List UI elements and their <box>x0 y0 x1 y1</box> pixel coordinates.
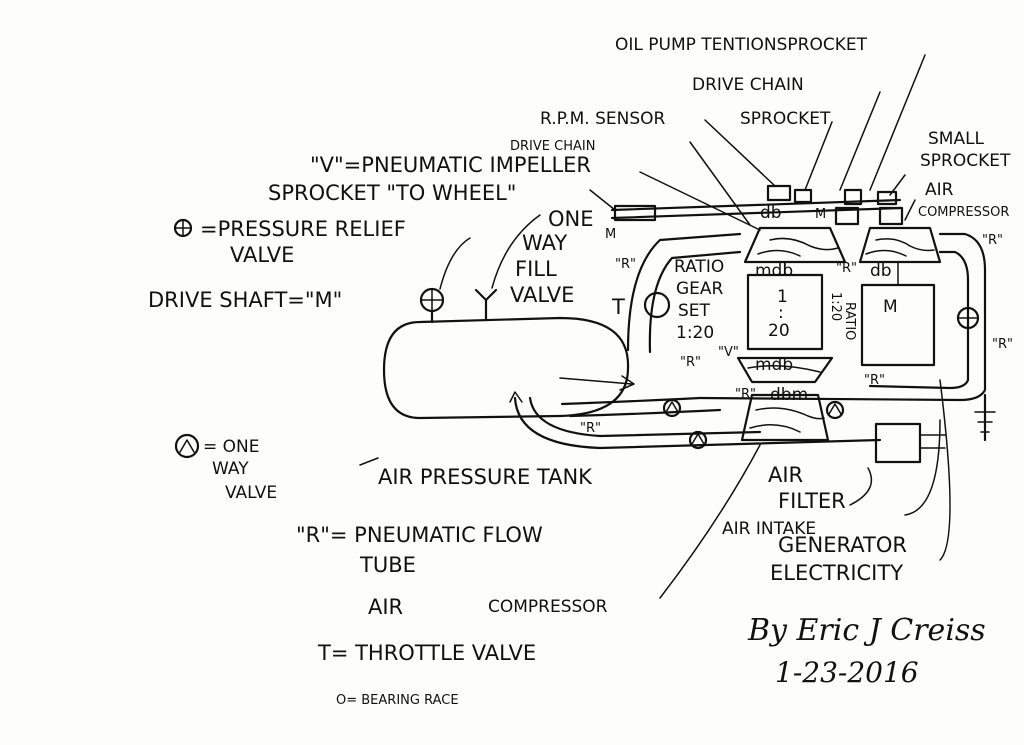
signature-name: By Eric J Creiss <box>747 613 986 648</box>
label-drive-chain-mid: DRIVE CHAIN <box>510 139 595 154</box>
label-rpm-sensor: R.P.M. SENSOR <box>540 109 666 129</box>
mark-t: T <box>611 295 625 319</box>
mark-r-6: "R" <box>735 387 756 402</box>
label-oil-pump: OIL PUMP TENTIONSPROCKET <box>615 35 868 55</box>
label-one-way-fill-4: VALVE <box>510 283 574 307</box>
mark-db-right: db <box>870 261 892 281</box>
oil-pump-sprocket <box>843 188 863 206</box>
mark-m-left: M <box>605 227 616 242</box>
label-sprocket: SPROCKET <box>740 109 831 129</box>
flow-tube-right-loop <box>698 232 987 402</box>
label-air-intake: AIR INTAKE <box>722 519 816 539</box>
label-drive-shaft: DRIVE SHAFT="M" <box>148 288 342 312</box>
mark-db-top: db <box>760 203 782 223</box>
mark-r-2: "R" <box>982 233 1003 248</box>
one-way-valve-icon <box>662 398 682 418</box>
mark-r-3: "R" <box>992 337 1013 352</box>
label-ratio-vertical: RATIO <box>842 302 857 340</box>
small-sprocket <box>876 190 898 206</box>
air-filter-box <box>874 422 922 464</box>
label-flow-tube-1: "R"= PNEUMATIC FLOW <box>296 523 543 547</box>
mark-m-generator: M <box>883 297 898 317</box>
label-ratio-vertical-value: 1:20 <box>828 292 843 321</box>
box-ratio-bot: 20 <box>768 321 790 341</box>
mark-v: "V" <box>718 345 739 360</box>
drive-chain-line <box>610 198 902 212</box>
label-one-way-fill-2: WAY <box>522 231 567 255</box>
mark-r-8: "R" <box>836 261 857 276</box>
label-v-impeller: "V"=PNEUMATIC IMPELLER <box>310 153 591 177</box>
lower-compressor <box>740 393 830 442</box>
label-generator-1: GENERATOR <box>778 533 907 557</box>
label-air-compressor-1: AIR <box>925 180 954 200</box>
label-one-way-valve-3: VALVE <box>225 483 277 503</box>
label-sprocket-wheel: SPROCKET "TO WHEEL" <box>268 181 516 205</box>
signature-date: 1-23-2016 <box>775 656 919 689</box>
flow-tube-lower <box>560 396 702 406</box>
sprocket-block-left <box>834 206 860 226</box>
label-one-way-valve-2: WAY <box>212 459 249 479</box>
rpm-sensor-box <box>766 184 792 202</box>
label-air-compressor-2: COMPRESSOR <box>918 205 1009 220</box>
box-ratio-top: 1 <box>777 287 788 307</box>
mark-m-top: M <box>815 207 826 222</box>
label-one-way-fill-3: FILL <box>515 257 557 281</box>
one-way-valve-icon <box>688 430 708 450</box>
pneumatic-impeller <box>743 226 847 264</box>
mark-r-5: "R" <box>864 373 885 388</box>
label-prv-1: =PRESSURE RELIEF <box>200 217 406 241</box>
label-throttle: T= THROTTLE VALVE <box>317 641 536 665</box>
mark-r-1: "R" <box>615 257 636 272</box>
label-bearing: O= BEARING RACE <box>336 693 459 708</box>
box-ratio-mid: : <box>778 303 784 323</box>
lower-impeller <box>736 356 834 384</box>
air-compressor-upper <box>858 226 942 264</box>
sprocket-block-right <box>878 206 904 226</box>
label-small-sprocket-1: SMALL <box>928 129 985 149</box>
flow-tube-bottom <box>513 396 882 450</box>
mark-mdb-lower: mdb <box>755 355 793 375</box>
generator-box <box>860 283 936 367</box>
label-small-sprocket-2: SPROCKET <box>920 151 1011 171</box>
label-one-way-valve-1: = ONE <box>203 437 260 457</box>
label-air-compressor-bottom-1: AIR <box>368 595 403 619</box>
label-air-compressor-bottom-2: COMPRESSOR <box>488 597 608 617</box>
label-air-pressure-tank: AIR PRESSURE TANK <box>378 465 593 489</box>
label-ratio-gear-2: GEAR <box>676 279 724 299</box>
label-ratio-gear-4: 1:20 <box>676 323 714 343</box>
label-ratio-gear-3: SET <box>678 301 711 321</box>
one-way-valve-icon <box>825 400 845 420</box>
label-ratio-gear-1: RATIO <box>674 257 724 277</box>
mark-mdb-left: mdb <box>755 261 793 281</box>
label-air-filter-2: FILTER <box>778 489 846 513</box>
label-prv-2: VALVE <box>230 243 294 267</box>
sprocket-to-wheel <box>613 204 657 222</box>
label-one-way-fill-1: ONE <box>548 207 594 231</box>
label-air-filter-1: AIR <box>768 463 803 487</box>
one-way-valve-symbol-icon <box>174 433 200 459</box>
sprocket-top <box>793 188 813 204</box>
label-flow-tube-2: TUBE <box>359 553 416 577</box>
mark-dbm-lower: dbm <box>770 385 808 405</box>
label-generator-2: ELECTRICITY <box>770 561 903 585</box>
label-drive-chain-top: DRIVE CHAIN <box>692 75 804 95</box>
throttle-valve <box>643 291 671 319</box>
flow-tube-top <box>626 232 742 352</box>
mark-r-7: "R" <box>580 421 601 436</box>
mark-r-4: "R" <box>680 355 701 370</box>
